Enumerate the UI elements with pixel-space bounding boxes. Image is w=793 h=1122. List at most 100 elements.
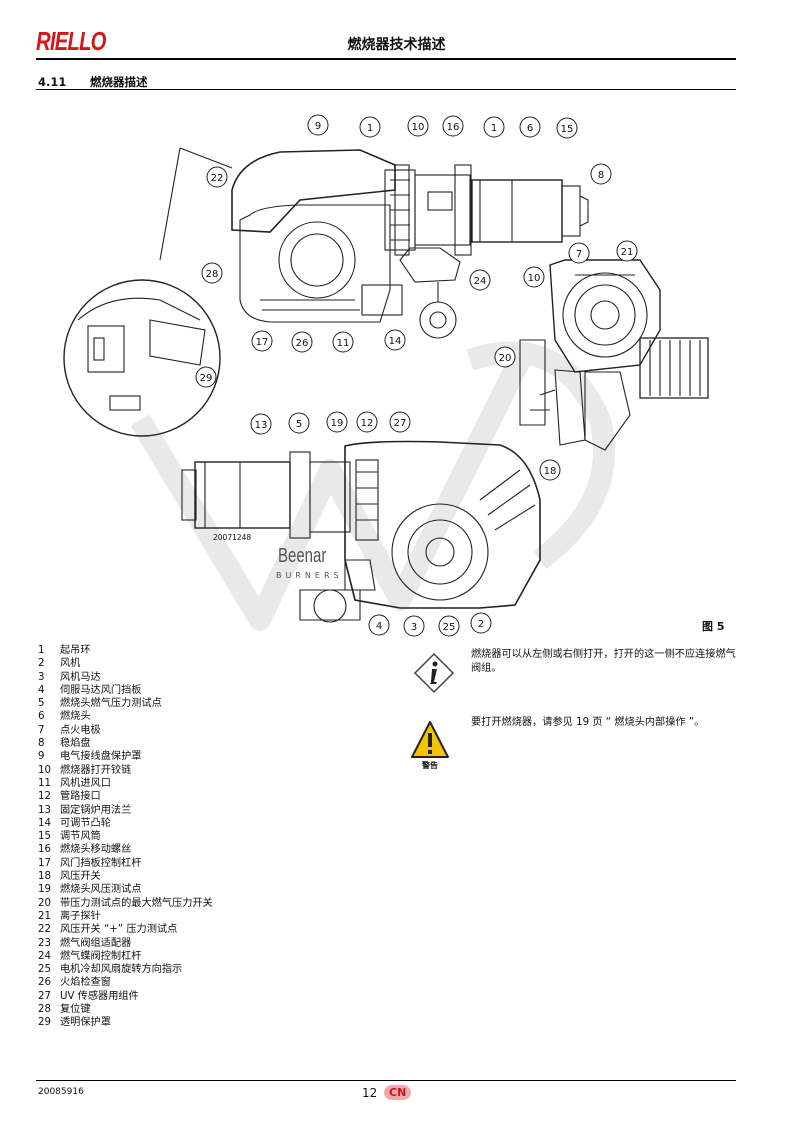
- legend-number: 6: [38, 711, 45, 723]
- callout-25: 25: [438, 615, 460, 637]
- legend-label: 点火电极: [60, 724, 101, 736]
- legend-number: 4: [38, 684, 45, 696]
- legend-number: 27: [38, 990, 51, 1002]
- legend-label: 伺服马达风门挡板: [60, 684, 142, 696]
- callout-8: 8: [590, 163, 612, 185]
- legend-label: 带压力测试点的最大燃气压力开关: [60, 897, 213, 909]
- legend-number: 18: [38, 871, 51, 883]
- legend-number: 23: [38, 937, 51, 949]
- legend-number: 9: [38, 751, 45, 763]
- callout-9: 9: [307, 114, 329, 136]
- legend-item: 19 燃烧头风压测试点: [38, 883, 213, 896]
- section-rule: [36, 89, 736, 90]
- svg-text:27: 27: [394, 418, 407, 429]
- legend-label: 电机冷却风扇旋转方向指示: [60, 964, 183, 976]
- legend-item: 14 可调节凸轮: [38, 817, 213, 830]
- legend-number: 24: [38, 950, 51, 962]
- callout-29: 29: [195, 366, 217, 388]
- svg-text:6: 6: [527, 123, 533, 134]
- svg-text:13: 13: [255, 420, 268, 431]
- svg-text:2: 2: [478, 619, 484, 630]
- legend-label: 风压开关: [60, 871, 101, 883]
- svg-text:12: 12: [361, 418, 374, 429]
- legend-number: 13: [38, 804, 51, 816]
- legend-number: 29: [38, 1017, 51, 1029]
- svg-text:25: 25: [443, 622, 456, 633]
- legend-item: 7 点火电极: [38, 724, 213, 737]
- callout-13: 13: [250, 413, 272, 435]
- section-number: 4.11: [38, 75, 67, 89]
- svg-text:16: 16: [447, 122, 460, 133]
- legend-label: 调节风筒: [60, 831, 101, 843]
- svg-text:10: 10: [412, 122, 425, 133]
- section-heading: 4.11 燃烧器描述: [38, 74, 148, 90]
- callout-5: 5: [288, 412, 310, 434]
- legend-label: 燃烧器打开铰链: [60, 764, 132, 776]
- svg-text:21: 21: [621, 247, 634, 258]
- legend-label: 起吊环: [60, 645, 91, 656]
- legend-label: 离子探针: [60, 910, 101, 922]
- warning-icon: [411, 721, 449, 758]
- svg-text:20: 20: [499, 353, 512, 364]
- callout-26: 26: [291, 331, 313, 353]
- callout-28: 28: [201, 262, 223, 284]
- warning-note-text: 要打开燃烧器，请参见 19 页 “ 燃烧头内部操作 ”。: [471, 717, 705, 728]
- warning-label: 警告: [422, 761, 438, 770]
- svg-text:24: 24: [474, 276, 487, 287]
- legend-number: 7: [38, 724, 45, 736]
- svg-text:1: 1: [491, 123, 497, 134]
- legend-label: 电气接线盘保护罩: [60, 751, 142, 763]
- legend-number: 26: [38, 977, 51, 989]
- legend-number: 8: [38, 738, 45, 750]
- callout-10b: 10: [523, 266, 545, 288]
- legend-label: 燃气阀组适配器: [60, 937, 132, 949]
- callout-4: 4: [368, 614, 390, 636]
- legend-number: 17: [38, 857, 51, 869]
- svg-text:19: 19: [331, 418, 344, 429]
- callout-19: 19: [326, 411, 348, 433]
- svg-text:9: 9: [315, 121, 321, 132]
- svg-text:4: 4: [376, 621, 382, 632]
- legend-label: 管路接口: [60, 791, 101, 803]
- language-badge: CN: [384, 1085, 412, 1100]
- svg-text:28: 28: [206, 269, 219, 280]
- callout-15: 15: [556, 117, 578, 139]
- svg-text:18: 18: [544, 466, 557, 477]
- svg-text:11: 11: [337, 338, 350, 349]
- legend-number: 14: [38, 817, 51, 829]
- legend-number: 19: [38, 884, 51, 896]
- riello-logo: RIELLO: [36, 26, 106, 56]
- callout-22: 22: [206, 166, 228, 188]
- callout-20: 20: [494, 346, 516, 368]
- legend-number: 11: [38, 777, 51, 789]
- burner-technical-drawing: 9 1 10 16 1 6 15 8 22 28 29 17 26 11 14 …: [63, 114, 709, 637]
- callout-27: 27: [389, 411, 411, 433]
- legend-item: 4 伺服马达风门挡板: [38, 684, 213, 697]
- callout-18: 18: [539, 459, 561, 481]
- callout-24: 24: [469, 269, 491, 291]
- callout-1b: 1: [483, 116, 505, 138]
- legend-label: 燃烧头风压测试点: [60, 884, 142, 896]
- legend-label: 可调节凸轮: [60, 817, 111, 829]
- page-header-title: 燃烧器技术描述: [347, 37, 446, 53]
- legend-label: 风机马达: [60, 671, 101, 683]
- footer-rule: [36, 1080, 736, 1081]
- svg-text:26: 26: [296, 338, 309, 349]
- legend-number: 15: [38, 831, 51, 843]
- watermark-brand: Beenar: [278, 544, 326, 567]
- legend-label: 风门挡板控制杠杆: [60, 857, 142, 869]
- legend-label: 风机: [60, 658, 81, 670]
- figure-label: 图 5: [702, 620, 725, 633]
- callout-14: 14: [384, 329, 406, 351]
- drawing-code: 20071248: [213, 533, 251, 542]
